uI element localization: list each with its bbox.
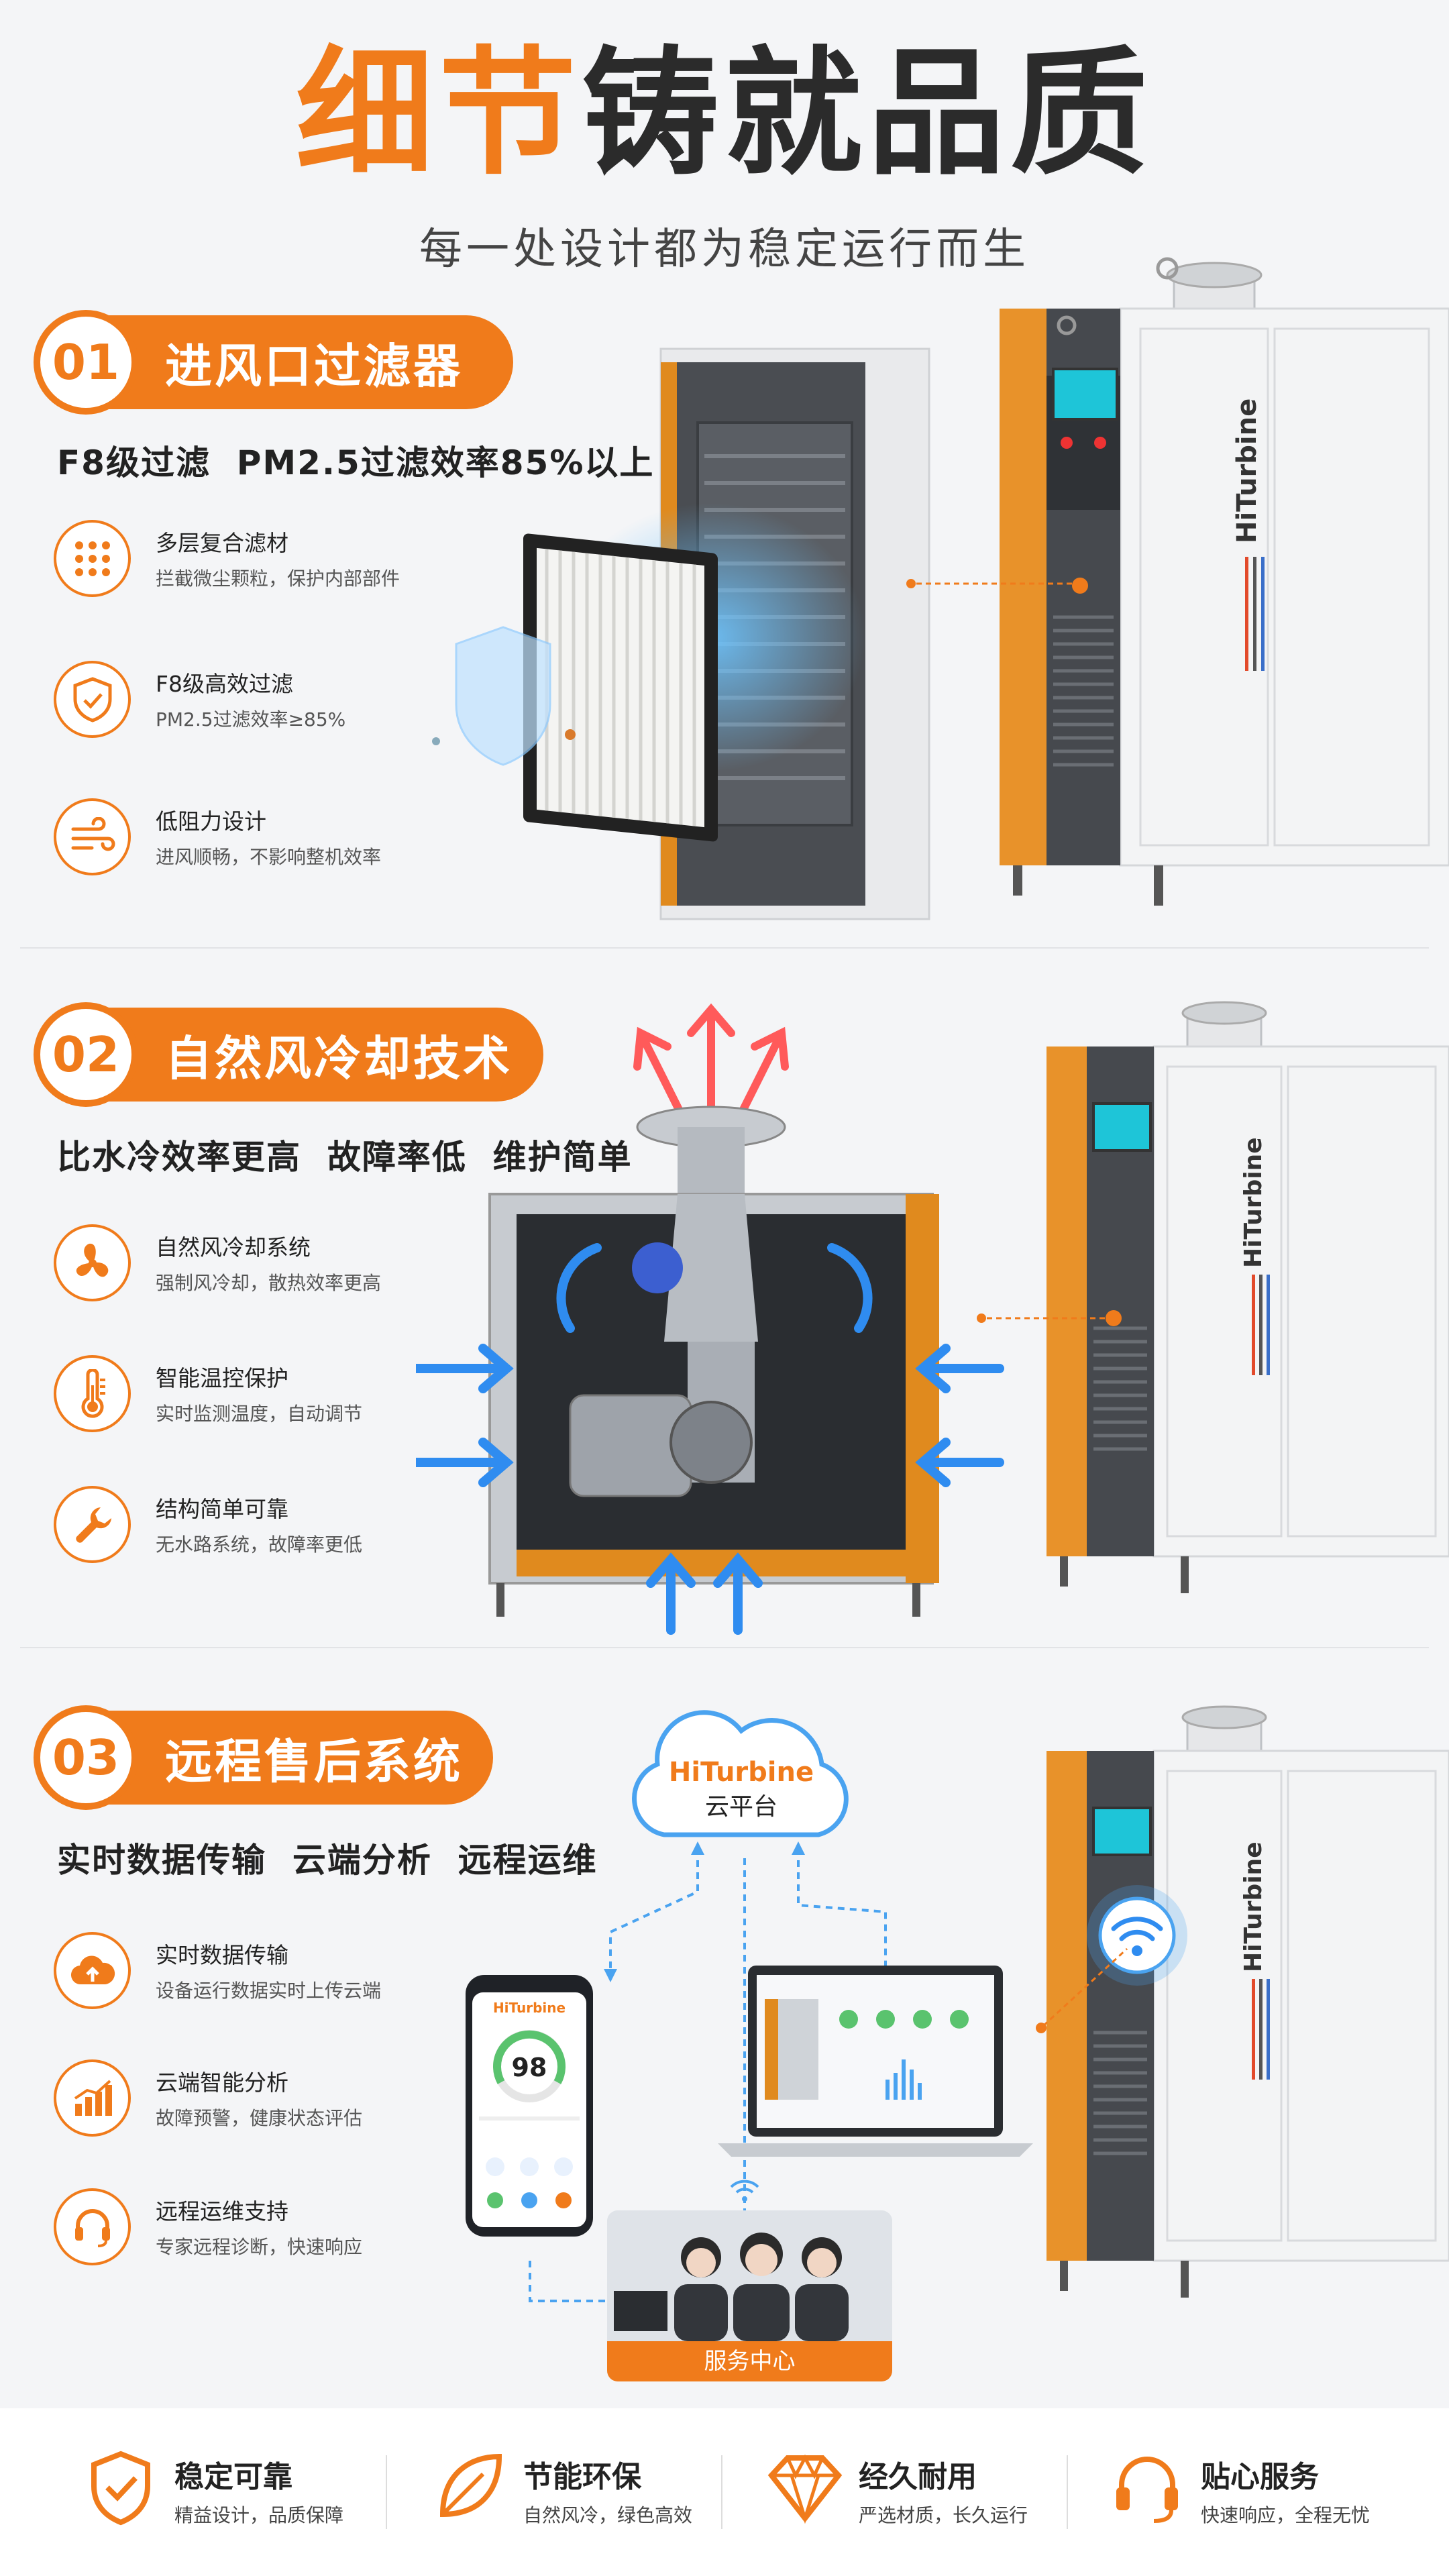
feature-cloud-analysis: 云端智能分析 故障预警，健康状态评估 bbox=[54, 2059, 564, 2147]
section-2-title: 自然风冷却技术 bbox=[165, 1030, 513, 1086]
phone-score: 98 bbox=[512, 2053, 547, 2082]
section-3-number: 03 bbox=[34, 1705, 138, 1810]
cloud-upload-icon bbox=[54, 1932, 131, 2009]
cloud-label: 云平台 bbox=[705, 1793, 777, 1821]
shield-check-icon bbox=[80, 2447, 161, 2528]
machine-unit-1: HiTurbine bbox=[1000, 257, 1449, 906]
phone-app: HiTurbine 98 bbox=[466, 1975, 593, 2237]
footer-title: 节能环保 bbox=[523, 2460, 641, 2494]
leaf-icon bbox=[429, 2447, 510, 2528]
machine-unit-3: HiTurbine bbox=[1046, 1705, 1449, 2298]
feature-desc: 强制风冷却，散热效率更高 bbox=[156, 1272, 382, 1294]
headset-icon bbox=[54, 2188, 131, 2265]
section-1-header: 01 进风口过滤器 bbox=[34, 310, 513, 415]
feature-desc: PM2.5过滤效率≥85% bbox=[156, 708, 346, 731]
footer-item-durable: 经久耐用 严选材质，长久运行 bbox=[765, 2447, 1046, 2534]
section-1-number: 01 bbox=[34, 310, 138, 415]
feature-natural-air: 自然风冷却系统 强制风冷却，散热效率更高 bbox=[54, 1224, 564, 1311]
feature-desc: 设备运行数据实时上传云端 bbox=[156, 1980, 382, 2002]
section-divider bbox=[20, 1647, 1429, 1648]
feature-desc: 拦截微尘颗粒，保护内部部件 bbox=[156, 568, 400, 590]
footer-title: 贴心服务 bbox=[1201, 2460, 1319, 2494]
footer-bar: 稳定可靠 精益设计，品质保障 节能环保 自然风冷，绿色高效 经久耐用 严选材质，… bbox=[0, 2408, 1449, 2576]
wind-icon bbox=[54, 798, 131, 875]
wrench-icon bbox=[54, 1486, 131, 1563]
connector-line-3 bbox=[1036, 1947, 1128, 2033]
section-2-number: 02 bbox=[34, 1002, 138, 1107]
feature-low-resistance: 低阻力设计 进风顺畅，不影响整机效率 bbox=[54, 798, 564, 885]
feature-title: 实时数据传输 bbox=[156, 1942, 288, 1968]
thermometer-icon bbox=[54, 1355, 131, 1432]
agents-illustration bbox=[607, 2210, 892, 2341]
title-rest: 铸就品质 bbox=[582, 34, 1153, 194]
connector-line-1 bbox=[906, 579, 1080, 588]
footer-divider bbox=[721, 2455, 722, 2529]
feature-title: 智能温控保护 bbox=[156, 1365, 288, 1391]
machine-unit-2: HiTurbine bbox=[1046, 1001, 1449, 1593]
feature-data-transfer: 实时数据传输 设备运行数据实时上传云端 bbox=[54, 1932, 564, 2019]
connector-line-2 bbox=[977, 1313, 1110, 1323]
feature-title: 自然风冷却系统 bbox=[156, 1234, 311, 1260]
feature-title: 多层复合滤材 bbox=[156, 530, 288, 556]
feature-title: 低阻力设计 bbox=[156, 808, 266, 835]
wifi-icon bbox=[730, 2180, 759, 2202]
phone-brand: HiTurbine bbox=[493, 2000, 566, 2016]
cloud-brand: HiTurbine bbox=[669, 1757, 814, 1788]
footer-title: 稳定可靠 bbox=[174, 2460, 292, 2494]
section-divider bbox=[20, 947, 1429, 949]
grid-dots-icon bbox=[54, 520, 131, 597]
machine-logo: HiTurbine bbox=[1240, 1137, 1267, 1268]
filter-illustration bbox=[432, 347, 930, 920]
title-accent: 细节 bbox=[296, 34, 582, 194]
feature-desc: 故障预警，健康状态评估 bbox=[156, 2107, 363, 2129]
footer-desc: 自然风冷，绿色高效 bbox=[523, 2504, 693, 2526]
diamond-icon bbox=[765, 2447, 845, 2528]
fan-icon bbox=[54, 1224, 131, 1301]
cloud-platform: HiTurbine 云平台 bbox=[632, 1710, 849, 1837]
footer-item-reliable: 稳定可靠 精益设计，品质保障 bbox=[80, 2447, 362, 2534]
service-center-label: 服务中心 bbox=[607, 2341, 892, 2381]
feature-desc: 实时监测温度，自动调节 bbox=[156, 1403, 363, 1425]
cooling-illustration bbox=[416, 1003, 1004, 1635]
section-3-title: 远程售后系统 bbox=[165, 1733, 463, 1789]
footer-desc: 快速响应，全程无忧 bbox=[1201, 2504, 1371, 2526]
feature-remote-support: 远程运维支持 专家远程诊断，快速响应 bbox=[54, 2188, 564, 2275]
feature-desc: 专家远程诊断，快速响应 bbox=[156, 2236, 363, 2258]
machine-logo: HiTurbine bbox=[1232, 398, 1263, 543]
section-1-subtitle: F8级过滤 PM2.5过滤效率85%以上 bbox=[57, 443, 655, 482]
feature-temp-control: 智能温控保护 实时监测温度，自动调节 bbox=[54, 1355, 564, 1442]
service-center-photo: 服务中心 bbox=[607, 2210, 892, 2381]
data-links bbox=[529, 1841, 887, 2302]
footer-divider bbox=[1067, 2455, 1068, 2529]
feature-desc: 无水路系统，故障率更低 bbox=[156, 1534, 363, 1556]
footer-desc: 严选材质，长久运行 bbox=[859, 2504, 1028, 2526]
feature-title: 远程运维支持 bbox=[156, 2198, 288, 2224]
feature-title: 结构简单可靠 bbox=[156, 1496, 288, 1522]
machine-logo: HiTurbine bbox=[1240, 1841, 1267, 1972]
feature-title: 云端智能分析 bbox=[156, 2070, 288, 2096]
section-1-title: 进风口过滤器 bbox=[165, 338, 463, 394]
footer-item-eco: 节能环保 自然风冷，绿色高效 bbox=[429, 2447, 711, 2534]
laptop-dashboard bbox=[718, 1966, 1033, 2157]
section-2-subtitle: 比水冷效率更高 故障率低 维护简单 bbox=[57, 1138, 633, 1177]
footer-desc: 精益设计，品质保障 bbox=[174, 2504, 344, 2526]
feature-title: F8级高效过滤 bbox=[156, 671, 293, 697]
section-3-subtitle: 实时数据传输 云端分析 远程运维 bbox=[57, 1841, 598, 1880]
page-subtitle: 每一处设计都为稳定运行而生 bbox=[419, 225, 1030, 274]
feature-multilayer: 多层复合滤材 拦截微尘颗粒，保护内部部件 bbox=[54, 520, 564, 607]
footer-item-service: 贴心服务 快速响应，全程无忧 bbox=[1107, 2447, 1402, 2534]
shield-check-icon bbox=[54, 661, 131, 738]
feature-desc: 进风顺畅，不影响整机效率 bbox=[156, 846, 382, 868]
footer-title: 经久耐用 bbox=[859, 2460, 977, 2494]
section-3-header: 03 远程售后系统 bbox=[34, 1705, 493, 1810]
page-title: 细节铸就品质 bbox=[0, 34, 1449, 195]
bar-chart-icon bbox=[54, 2059, 131, 2137]
feature-simple-structure: 结构简单可靠 无水路系统，故障率更低 bbox=[54, 1486, 564, 1573]
headset-icon bbox=[1107, 2447, 1187, 2528]
footer-divider bbox=[386, 2455, 387, 2529]
section-2-header: 02 自然风冷却技术 bbox=[34, 1002, 543, 1107]
feature-f8-filter: F8级高效过滤 PM2.5过滤效率≥85% bbox=[54, 661, 564, 748]
